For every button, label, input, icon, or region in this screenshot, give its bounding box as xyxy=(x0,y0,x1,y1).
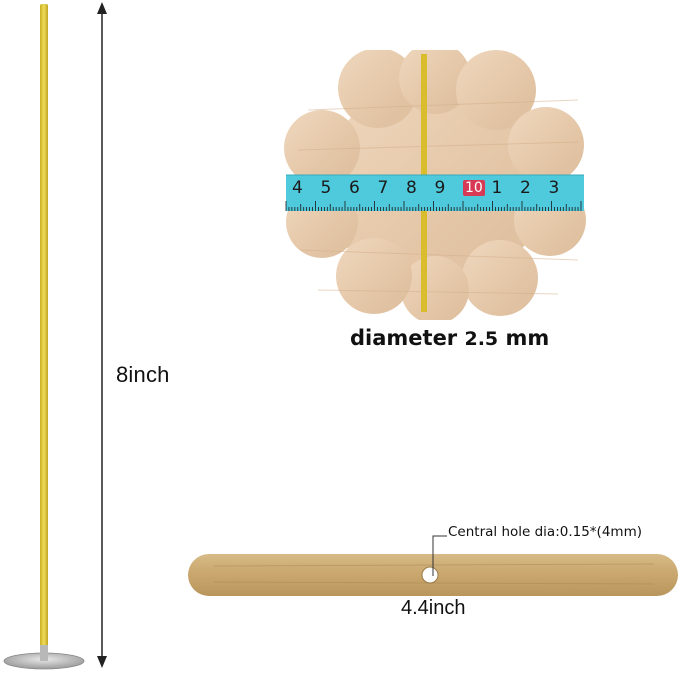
tape-number: 1 xyxy=(491,178,503,198)
tape-number: 7 xyxy=(377,178,389,198)
tape-number: 6 xyxy=(349,178,360,198)
tape-number: 5 xyxy=(320,178,332,198)
width-label: 4.4inch xyxy=(401,597,466,619)
tape-number: 9 xyxy=(434,178,446,198)
central-hole xyxy=(421,566,439,584)
wood-sample-photo xyxy=(284,50,586,320)
tape-number: 3 xyxy=(548,178,560,198)
length-label: 8inch xyxy=(116,362,170,387)
candle-wick xyxy=(3,4,85,670)
hole-diameter-label: Central hole dia:0.15*(4mm) xyxy=(448,524,642,540)
measuring-tape xyxy=(286,175,584,211)
tape-number: 2 xyxy=(520,178,531,198)
tape-number: 10 xyxy=(463,180,485,196)
tape-number: 8 xyxy=(406,178,417,198)
tape-number: 4 xyxy=(292,178,303,198)
hole-leader-line xyxy=(432,535,447,576)
diameter-label: diameter 2.5 mm xyxy=(350,326,550,350)
length-dimension-arrow xyxy=(97,2,107,668)
